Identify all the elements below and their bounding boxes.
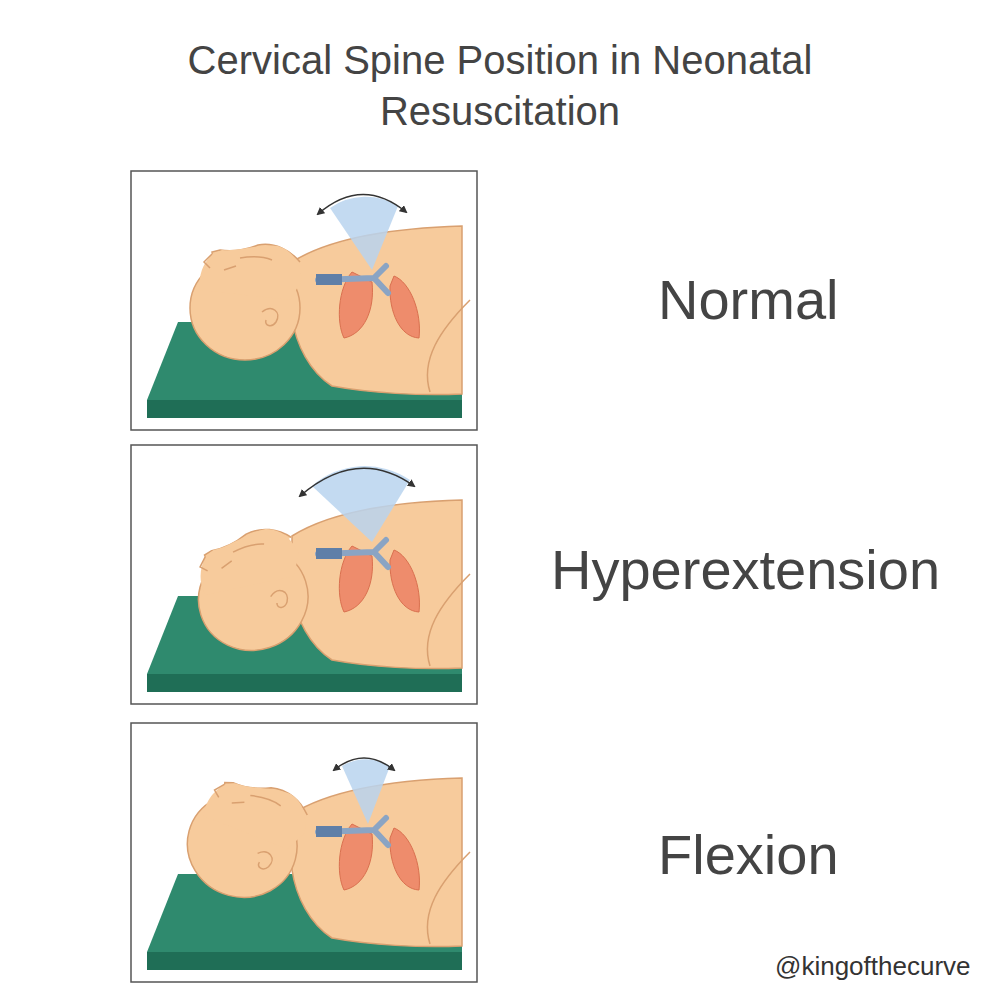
- right-lung: [390, 276, 420, 338]
- airway-tube: [316, 826, 342, 837]
- airway-tube: [316, 548, 342, 559]
- position-label: Hyperextension: [551, 536, 940, 603]
- infant-head: [181, 520, 323, 665]
- watermark: @kingofthecurve: [775, 951, 971, 982]
- hyperextension-panel: [131, 445, 477, 704]
- face-fill: [200, 246, 302, 300]
- position-label: Flexion: [658, 821, 839, 888]
- mattress-side: [147, 674, 462, 692]
- mattress-side: [147, 400, 462, 418]
- angle-wedge: [342, 759, 390, 824]
- infant-head: [190, 244, 302, 360]
- ear: [270, 589, 290, 610]
- face-fill: [191, 521, 305, 604]
- face-features: [198, 538, 268, 574]
- infant-arm: [427, 574, 470, 666]
- panel-frame: [131, 171, 477, 430]
- flexion-panel: [131, 723, 477, 982]
- infant-body: [292, 778, 462, 947]
- position-label: Normal: [658, 266, 838, 333]
- infant-head: [176, 769, 314, 910]
- right-lung: [390, 828, 420, 890]
- ear: [262, 309, 278, 326]
- normal-panel: [131, 171, 477, 430]
- title: Cervical Spine Position in Neonatal Resu…: [120, 35, 880, 137]
- angle-arrow: [318, 194, 406, 214]
- panel-frame: [131, 445, 477, 704]
- face-fill: [200, 773, 313, 852]
- airway-tube: [316, 274, 342, 285]
- angle-wedge: [330, 197, 398, 270]
- panel-frame: [131, 723, 477, 982]
- angle-arrow: [300, 468, 414, 496]
- infant-arm: [427, 300, 470, 392]
- face-features: [204, 254, 272, 270]
- angle-arrow: [334, 758, 394, 770]
- right-lung: [390, 550, 420, 612]
- ear: [254, 850, 274, 870]
- infant-arm: [427, 852, 470, 944]
- mattress-side: [147, 952, 462, 970]
- face-features: [212, 782, 282, 815]
